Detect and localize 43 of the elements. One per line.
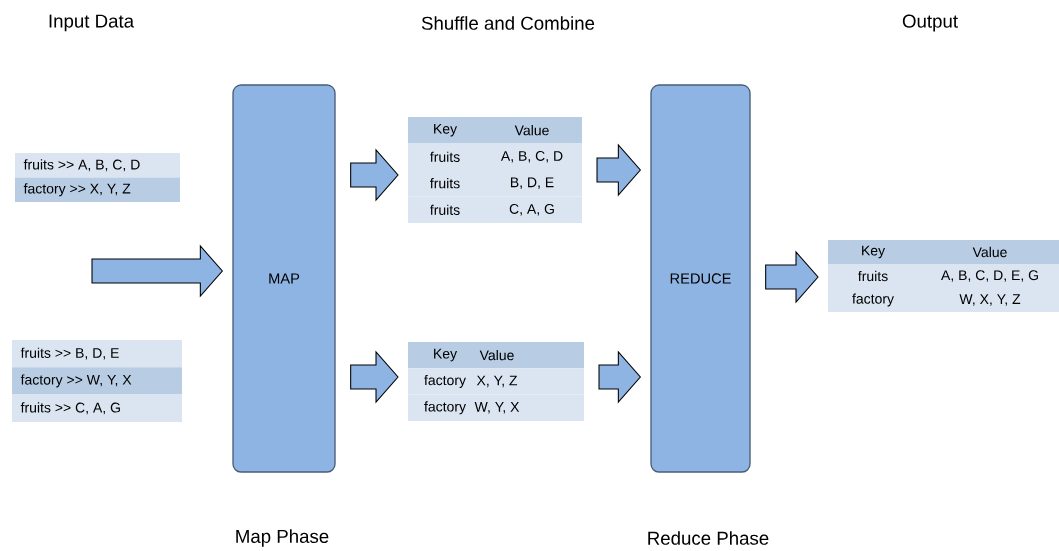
- table-text: fruits: [430, 178, 460, 189]
- data-table: [12, 340, 182, 422]
- heading: Shuffle and Combine: [421, 16, 595, 30]
- table-text: C, A, G: [509, 204, 554, 216]
- phase-box: REDUCE: [650, 84, 751, 473]
- block-arrow: [598, 350, 642, 404]
- block-arrow: [596, 143, 642, 197]
- heading: Output: [902, 14, 958, 32]
- heading: Map Phase: [236, 529, 329, 547]
- block-arrow: [350, 350, 399, 404]
- table-text: B, D, E: [511, 177, 554, 189]
- table-text: fruits: [430, 151, 460, 162]
- table-text: factory >> X, Y, Z: [23, 183, 131, 197]
- table-text: X, Y, Z: [476, 375, 518, 388]
- heading: Input Data: [49, 14, 135, 32]
- data-table: [408, 117, 582, 223]
- table-text: Key: [434, 123, 458, 137]
- table-text: Key: [862, 245, 886, 259]
- block-arrow: [91, 244, 224, 298]
- table-text: fruits >> B, D, E: [20, 347, 119, 360]
- table-text: factory: [852, 293, 894, 307]
- table-text: factory: [424, 374, 466, 388]
- data-table: [408, 342, 584, 421]
- table-text: fruits >> C, A, G: [20, 402, 120, 415]
- table-text: Value: [514, 125, 549, 136]
- table-text: fruits >> A, B, C, D: [23, 159, 140, 172]
- block-arrow: [765, 250, 819, 304]
- table-text: A, B, C, D, E, G: [941, 270, 1038, 282]
- table-text: W, Y, X: [474, 402, 520, 414]
- table-text: factory >> W, Y, X: [20, 374, 132, 388]
- phase-box: MAP: [232, 84, 336, 473]
- table-text: Value: [479, 349, 514, 361]
- table-text: fruits: [858, 270, 888, 282]
- table-text: Key: [434, 348, 458, 362]
- data-table: [15, 153, 180, 202]
- table-text: factory: [424, 401, 466, 415]
- table-text: A, B, C, D: [500, 151, 563, 163]
- data-table: [828, 240, 1059, 312]
- heading: Reduce Phase: [648, 531, 769, 545]
- table-text: fruits: [430, 204, 460, 215]
- table-text: Value: [972, 246, 1007, 258]
- block-arrow: [350, 148, 399, 202]
- table-text: W, X, Y, Z: [959, 294, 1021, 306]
